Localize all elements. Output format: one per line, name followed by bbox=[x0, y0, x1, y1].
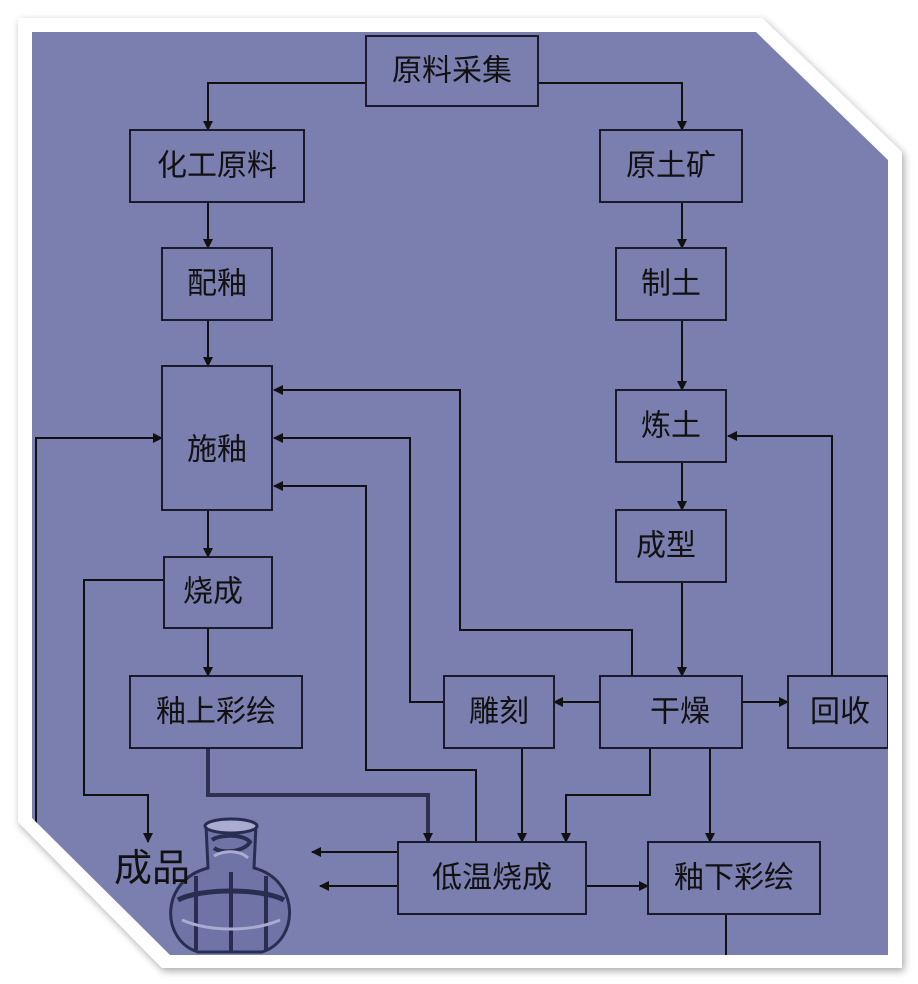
node-drying-label: 干燥 bbox=[650, 695, 710, 730]
node-chemical-raw-box bbox=[129, 129, 305, 203]
arrow-carve-to-apply bbox=[273, 433, 444, 703]
node-underglaze-box bbox=[647, 841, 821, 915]
node-clay-making-label: 制土 bbox=[641, 267, 701, 302]
node-raw-collection-box bbox=[365, 35, 539, 107]
node-clay-refining-box bbox=[615, 389, 727, 463]
node-overglaze-label: 釉上彩绘 bbox=[156, 695, 276, 730]
arrow-firing-to-product bbox=[83, 579, 164, 843]
node-glaze-applying-box bbox=[161, 365, 273, 511]
node-drying-box bbox=[599, 675, 743, 749]
node-chemical-raw-label: 化工原料 bbox=[157, 149, 277, 184]
arrow-lowfire-to-apply bbox=[273, 481, 477, 842]
node-recycling-label: 回收 bbox=[810, 695, 870, 730]
arrow-dry-to-lowfire bbox=[561, 748, 651, 843]
node-clay-refining-label: 炼土 bbox=[641, 409, 701, 444]
node-overglaze-box bbox=[129, 675, 303, 749]
node-glaze-mixing-label: 配釉 bbox=[187, 267, 247, 302]
node-underglaze-label: 釉下彩绘 bbox=[674, 861, 794, 896]
node-low-temp-firing-label: 低温烧成 bbox=[432, 861, 552, 896]
connectors bbox=[35, 82, 833, 955]
node-firing-label: 烧成 bbox=[183, 575, 243, 610]
node-glaze-mixing-box bbox=[161, 247, 273, 321]
vase-icon bbox=[169, 817, 292, 954]
arrow-recycle-to-refine bbox=[727, 431, 833, 676]
node-clay-making-box bbox=[615, 247, 727, 321]
arrow-overglaze-to-lowfire bbox=[206, 748, 433, 843]
arrow-collect-to-chemical bbox=[203, 82, 366, 131]
node-raw-collection-label: 原料采集 bbox=[392, 54, 512, 89]
arrow-left-to-apply bbox=[35, 433, 163, 955]
node-firing-box bbox=[163, 556, 273, 629]
node-low-temp-firing-box bbox=[397, 841, 587, 915]
node-forming-box bbox=[615, 509, 727, 583]
node-raw-ore-label: 原土矿 bbox=[626, 149, 716, 184]
node-glaze-applying-label: 施釉 bbox=[187, 433, 247, 468]
node-carving-box bbox=[443, 675, 555, 749]
arrow-dry-to-apply-1 bbox=[273, 385, 633, 676]
product-label: 成品 bbox=[114, 846, 190, 890]
node-raw-ore-box bbox=[599, 129, 743, 203]
node-forming-label: 成型 bbox=[636, 529, 696, 564]
node-recycling-box bbox=[787, 675, 888, 749]
arrow-collect-to-ore bbox=[538, 82, 687, 131]
node-carving-label: 雕刻 bbox=[469, 695, 529, 730]
